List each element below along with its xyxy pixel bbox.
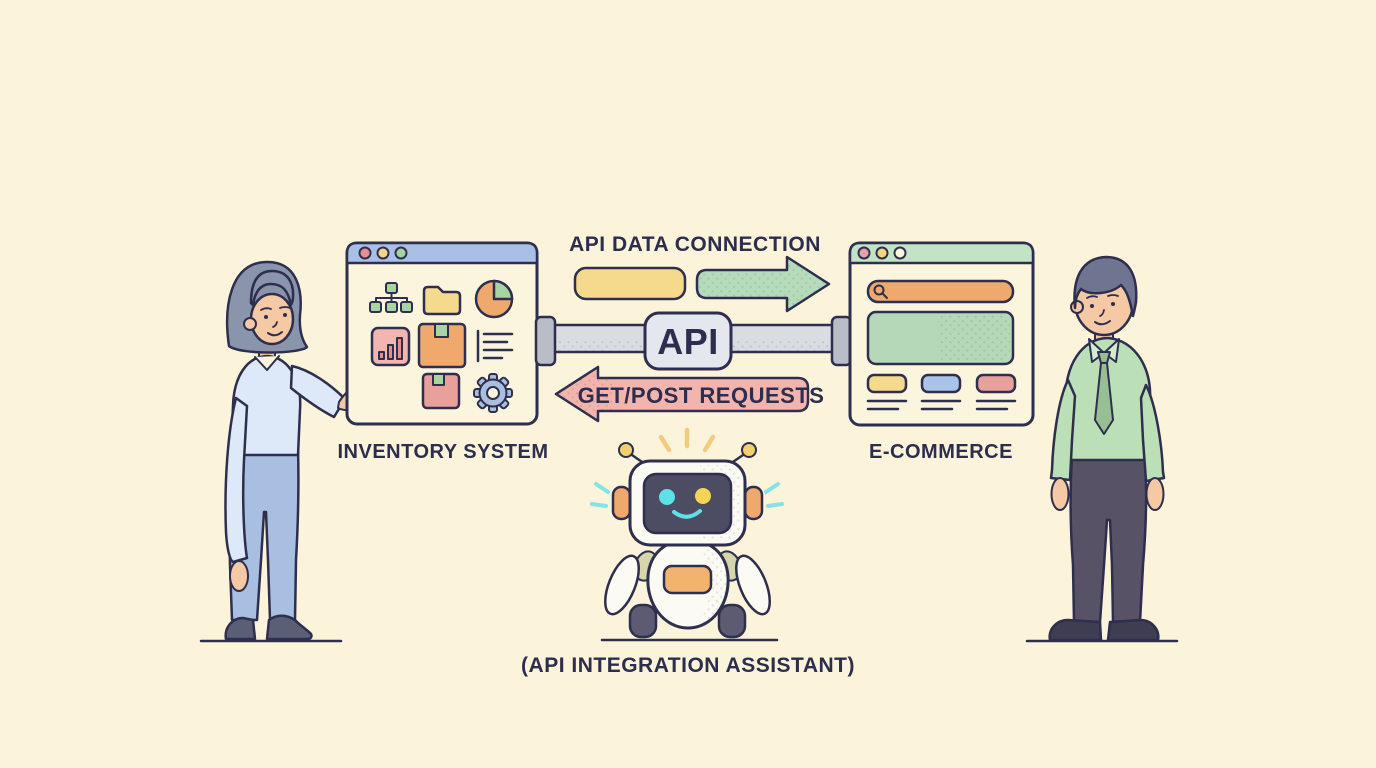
robot-arm <box>604 554 640 616</box>
man-left-arm <box>1049 378 1077 482</box>
window-dot <box>857 246 871 260</box>
pipe-flange-right <box>830 315 853 367</box>
pipe-flange-left <box>534 315 557 367</box>
woman-collar <box>254 355 280 371</box>
robot-panel <box>662 564 713 595</box>
antenna-ball <box>741 442 757 458</box>
ecommerce-label: E-COMMERCE <box>869 441 1013 463</box>
man-smile <box>1094 320 1111 326</box>
robot-wheel <box>717 603 747 639</box>
woman-left-hand <box>229 560 249 592</box>
sparkles <box>590 482 784 508</box>
man-figure <box>1025 255 1179 643</box>
card <box>866 373 908 394</box>
list-icon <box>476 329 514 363</box>
bar-chart-icon <box>370 326 411 367</box>
search-icon <box>873 284 888 299</box>
inventory-titlebar <box>345 241 539 265</box>
robot-ear <box>611 485 632 521</box>
card-text-lines <box>866 399 1017 411</box>
get-post-label: GET/POST REQUESTS <box>578 383 825 408</box>
man-brows <box>1086 294 1119 299</box>
inventory-window <box>345 241 539 426</box>
card <box>920 373 962 394</box>
woman-left-arm <box>224 396 249 564</box>
window-dot <box>875 246 889 260</box>
get-post-arrow: GET/POST REQUESTS <box>554 365 825 423</box>
pie-chart-icon <box>474 279 514 319</box>
yellow-pill <box>573 266 687 301</box>
man-shoe <box>1048 618 1103 642</box>
woman-brows <box>260 306 291 311</box>
robot-assistant <box>590 427 784 642</box>
ecommerce-titlebar <box>848 241 1035 265</box>
man-eye <box>1111 302 1115 306</box>
woman-hair-fringe <box>249 269 295 307</box>
man-tie <box>1094 351 1114 435</box>
woman-figure <box>199 260 387 643</box>
robot-eye-right <box>695 488 711 504</box>
folder-icon <box>422 285 462 316</box>
woman-nose <box>272 321 278 328</box>
woman-smile <box>267 331 283 337</box>
api-data-connection-label: API DATA CONNECTION <box>569 233 821 256</box>
man-eye <box>1090 304 1094 308</box>
man-collar <box>1103 338 1120 363</box>
inventory-system-label: INVENTORY SYSTEM <box>337 441 548 463</box>
api-box <box>643 311 733 371</box>
api-label: API <box>657 321 719 362</box>
man-hair <box>1073 255 1138 318</box>
woman-eye <box>264 315 268 319</box>
robot-arm <box>735 554 771 616</box>
sitemap-icon <box>369 282 413 313</box>
gear-icon <box>473 373 513 413</box>
robot-smile <box>672 509 702 519</box>
window-dot <box>358 246 372 260</box>
man-nose <box>1099 309 1105 317</box>
content-block-texture <box>938 315 1010 361</box>
ecommerce-window <box>848 241 1035 427</box>
window-dot <box>394 246 408 260</box>
assistant-caption: (API INTEGRATION ASSISTANT) <box>521 654 855 677</box>
window-dot <box>893 246 907 260</box>
man-hand <box>1145 477 1165 511</box>
antenna-ball <box>618 442 634 458</box>
man-ear <box>1070 300 1084 314</box>
man-hand <box>1050 477 1070 511</box>
search-bar <box>866 279 1015 304</box>
woman-shoe <box>224 616 257 641</box>
card <box>975 373 1017 394</box>
api-pipe: API <box>534 311 853 371</box>
man-right-arm <box>1139 383 1166 483</box>
window-dot <box>376 246 390 260</box>
woman-shoe <box>265 614 313 641</box>
robot-ear <box>743 485 764 521</box>
woman-face <box>249 292 295 346</box>
robot-face-screen <box>642 472 733 535</box>
package-icon <box>417 322 467 369</box>
man-shoe <box>1106 618 1160 642</box>
rays <box>658 427 716 453</box>
green-right-arrow <box>695 255 831 313</box>
woman-ear <box>243 317 257 331</box>
robot-wheel <box>628 603 658 639</box>
woman-eye <box>283 313 287 317</box>
robot-eye-left <box>659 489 675 505</box>
package-icon <box>421 372 461 410</box>
man-collar <box>1088 338 1105 363</box>
